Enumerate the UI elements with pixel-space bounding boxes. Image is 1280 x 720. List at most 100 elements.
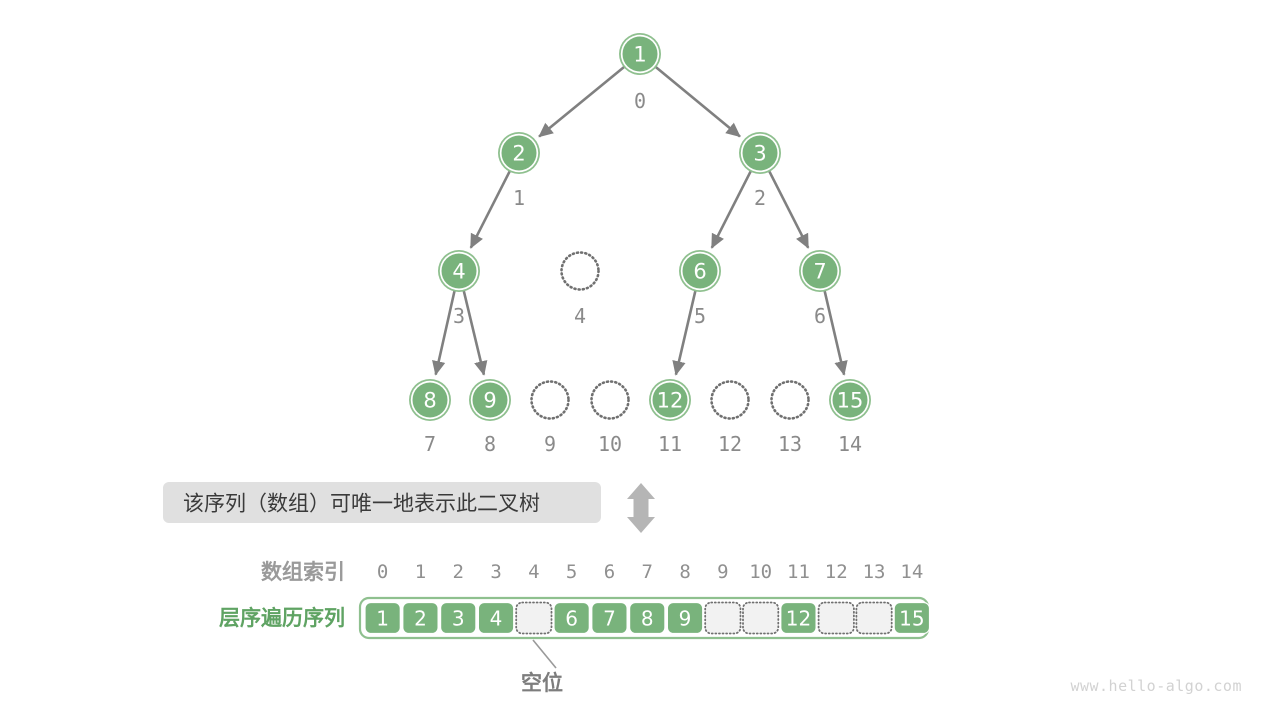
array-index-label: 13 bbox=[863, 561, 886, 583]
tree-node-index-label: 0 bbox=[634, 89, 646, 113]
array-cell-value: 15 bbox=[899, 607, 924, 631]
array-cell-empty bbox=[817, 601, 855, 635]
tree-node-index-label: 9 bbox=[544, 432, 556, 456]
array-cell-background bbox=[440, 601, 477, 635]
array-index-label: 12 bbox=[825, 561, 848, 583]
tree-node-index-label: 14 bbox=[838, 432, 862, 456]
tree-node-value: 12 bbox=[657, 389, 684, 413]
tree-node-index-label: 6 bbox=[814, 304, 826, 328]
tree-node-value: 6 bbox=[693, 260, 706, 284]
array-index-label: 0 bbox=[377, 561, 388, 583]
tree-node-fill bbox=[682, 253, 718, 289]
tree-node-index-label: 10 bbox=[598, 432, 622, 456]
tree-node-empty bbox=[590, 380, 630, 420]
tree-edge bbox=[654, 65, 741, 138]
watermark: www.hello-algo.com bbox=[1070, 677, 1242, 695]
array-cell-background bbox=[591, 601, 628, 635]
tree-edge bbox=[672, 290, 697, 376]
array-cell-background bbox=[893, 601, 931, 635]
array-cell-background bbox=[666, 601, 704, 635]
array-index-label: 4 bbox=[528, 561, 539, 583]
array-cell-background bbox=[704, 601, 742, 635]
array-cell-value: 8 bbox=[641, 607, 654, 631]
array-cell-background bbox=[742, 601, 780, 635]
array-cell-value: 1 bbox=[376, 607, 389, 631]
tree-node-empty-outline bbox=[560, 251, 600, 291]
tree-node-fill bbox=[622, 36, 658, 72]
tree-node-fill bbox=[652, 382, 688, 418]
tree-node-empty bbox=[710, 380, 750, 420]
array-cell-value: 7 bbox=[603, 607, 616, 631]
tree-node-value: 3 bbox=[753, 142, 766, 166]
tree-edge bbox=[469, 170, 512, 249]
array-cell-empty bbox=[704, 601, 742, 635]
empty-slot-leader-line bbox=[532, 639, 557, 669]
tree-edge bbox=[432, 290, 456, 376]
array-cell-empty bbox=[515, 601, 553, 635]
tree-node-empty-outline bbox=[590, 380, 630, 420]
array-index-label: 14 bbox=[900, 561, 923, 583]
note-box: 该序列（数组）可唯一地表示此二叉树 bbox=[163, 482, 601, 523]
array-cell-background bbox=[553, 601, 590, 635]
array-cell-value: 4 bbox=[490, 607, 503, 631]
array-cell-background bbox=[817, 601, 855, 635]
tree-node: 15 bbox=[829, 379, 871, 421]
array-cell-empty bbox=[855, 601, 893, 635]
tree-node-fill bbox=[501, 135, 537, 171]
array-index-label: 10 bbox=[749, 561, 772, 583]
array-cell: 2 bbox=[402, 601, 439, 635]
tree-node-value: 15 bbox=[837, 389, 864, 413]
tree-node: 8 bbox=[409, 379, 451, 421]
array-cell-background bbox=[515, 601, 553, 635]
tree-node: 6 bbox=[679, 250, 721, 292]
array-index-label: 1 bbox=[415, 561, 426, 583]
tree-node-value: 8 bbox=[423, 389, 436, 413]
up-down-arrow-icon bbox=[627, 483, 655, 533]
array-cell-background bbox=[780, 601, 817, 635]
note-box-background bbox=[163, 482, 601, 523]
array-cell-background bbox=[855, 601, 893, 635]
tree-node-fill bbox=[742, 135, 778, 171]
array-index-label: 2 bbox=[453, 561, 464, 583]
array-index-row-label: 数组索引 bbox=[261, 560, 345, 584]
array-cell: 6 bbox=[553, 601, 590, 635]
array-cell: 8 bbox=[628, 601, 666, 635]
array-cell: 12 bbox=[780, 601, 817, 635]
tree-node: 12 bbox=[649, 379, 691, 421]
tree-node-index-label: 12 bbox=[718, 432, 742, 456]
tree-edge-layer bbox=[432, 65, 848, 376]
array-cell: 1 bbox=[364, 601, 401, 635]
tree-node: 7 bbox=[799, 250, 841, 292]
array-cell-value: 2 bbox=[414, 607, 427, 631]
tree-node-index-label: 1 bbox=[513, 186, 525, 210]
tree-node-empty bbox=[560, 251, 600, 291]
array-cell: 9 bbox=[666, 601, 704, 635]
tree-edge bbox=[710, 170, 753, 249]
array-cell: 15 bbox=[893, 601, 931, 635]
tree-node-index-label: 4 bbox=[574, 304, 586, 328]
array-index-label: 11 bbox=[787, 561, 810, 583]
tree-node-value: 9 bbox=[483, 389, 496, 413]
tree-node: 3 bbox=[739, 132, 781, 174]
tree-node-index-label: 2 bbox=[754, 186, 766, 210]
tree-node-index-label: 3 bbox=[453, 304, 465, 328]
array-index-label: 9 bbox=[717, 561, 728, 583]
tree-node-index-label: 8 bbox=[484, 432, 496, 456]
tree-node: 4 bbox=[438, 250, 480, 292]
tree-edge bbox=[823, 290, 848, 376]
tree-node: 2 bbox=[498, 132, 540, 174]
tree-node-fill bbox=[802, 253, 838, 289]
tree-node-fill bbox=[412, 382, 448, 418]
tree-edge bbox=[767, 170, 810, 249]
tree-node-index-label: 11 bbox=[658, 432, 682, 456]
tree-node-value: 4 bbox=[452, 260, 465, 284]
array-cell: 3 bbox=[440, 601, 477, 635]
array-index-label: 3 bbox=[490, 561, 501, 583]
array-values-row-label: 层序遍历序列 bbox=[219, 606, 345, 630]
array-cell: 4 bbox=[477, 601, 515, 635]
